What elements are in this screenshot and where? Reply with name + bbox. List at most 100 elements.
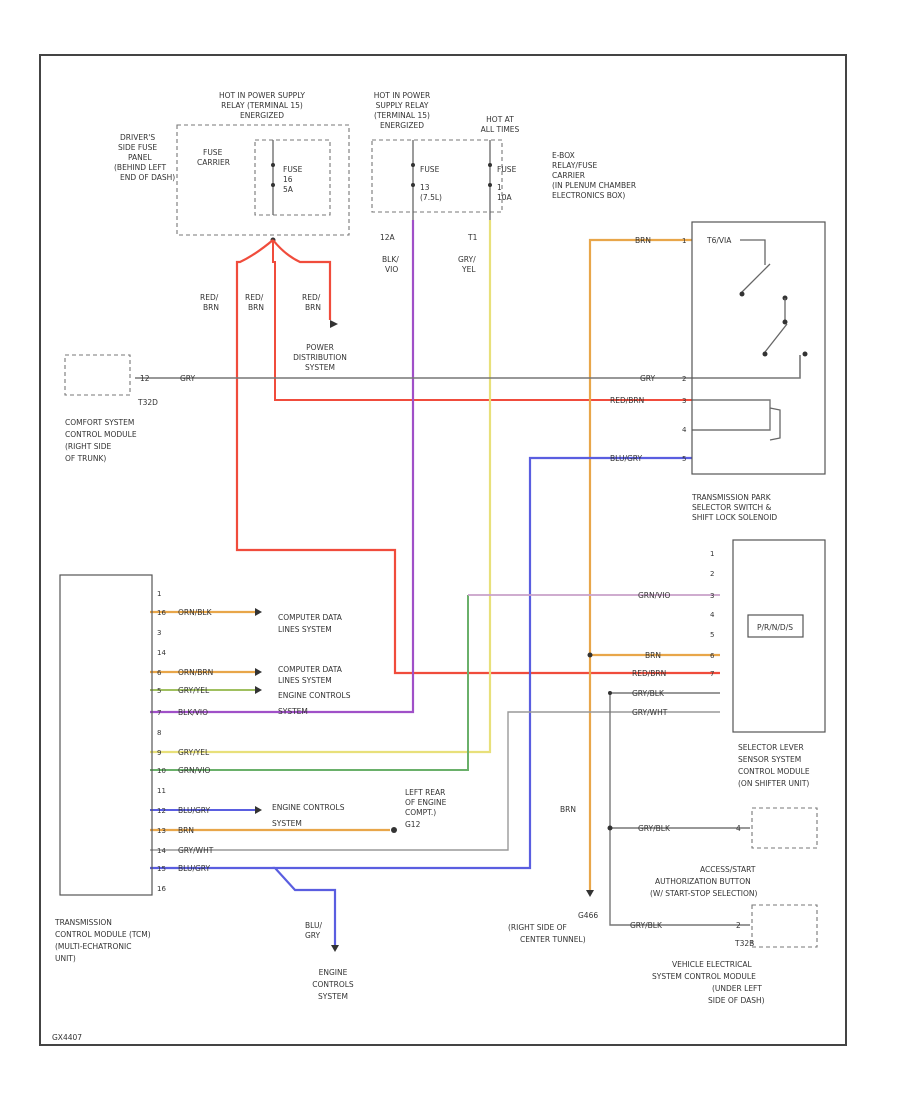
tcm-pin-1: 16 [157,609,166,617]
vehicle-electrical-module: GRY/BLK 2 T32B VEHICLE ELECTRICAL SYSTEM… [630,904,818,1005]
fuse-carrier-label-1: FUSE [203,148,223,157]
selector-module-label-4: (ON SHIFTER UNIT) [738,779,809,788]
selector-wire-2: RED/BRN [632,669,666,678]
wire-brn-top: BRN [635,236,651,245]
access-start-button: GRY/BLK 4 ACCESS/START AUTHORIZATION BUT… [638,807,818,898]
wire-red-brn-3b: BRN [305,303,321,312]
left-panel-header-line-3: ENERGIZED [240,111,284,120]
selector-block-text: P/R/N/D/S [757,623,793,632]
comfort-label-3: (RIGHT SIDE [65,442,112,451]
computer-data-2-line-2: LINES SYSTEM [278,676,332,685]
selector-switch-pin-5: 5 [682,455,686,463]
left-rear-ground-2: OF ENGINE [405,798,447,807]
wire-blu-gry-right: BLU/GRY [610,454,643,463]
selector-module-label-3: CONTROL MODULE [738,767,810,776]
tcm-label-2: CONTROL MODULE (TCM) [55,930,151,939]
tcm-wire-8: GRY/WHT [178,846,214,855]
access-button-label-3: (W/ START-STOP SELECTION) [650,889,758,898]
tcm-pin-12: 13 [157,827,166,835]
vehicle-electrical-label-3: (UNDER LEFT [712,984,762,993]
access-button-pin: 4 [736,824,741,833]
left-panel-label-line-1: DRIVER'S [120,133,155,142]
selector-pin-1: 1 [710,550,714,558]
selector-wire-3: GRY/BLK [632,689,665,698]
computer-data-1-line-2: LINES SYSTEM [278,625,332,634]
vehicle-electrical-connector: T32B [734,939,754,948]
tcm-label-1: TRANSMISSION [54,918,112,927]
left-fuse-rating: 5A [283,185,294,194]
comfort-system-module: 12 T32D COMFORT SYSTEM CONTROL MODULE (R… [64,354,158,463]
engine-controls-1-line-1: ENGINE CONTROLS [278,691,351,700]
blu-gry-bottom-2: GRY [305,931,321,940]
engine-controls-2-line-2: SYSTEM [272,819,302,828]
fuse-carrier-label-2: CARRIER [197,158,230,167]
engine-controls-2-line-1: ENGINE CONTROLS [272,803,345,812]
tcm-pin-15: 16 [157,885,166,893]
left-rear-ground-3: COMPT.) [405,808,436,817]
selector-wire-4: GRY/WHT [632,708,668,717]
comfort-label-1: COMFORT SYSTEM [65,418,134,427]
hot-at-all-times-2: ALL TIMES [481,125,520,134]
left-fuse-label: FUSE [283,165,303,174]
selector-wire-0: GRN/VIO [638,591,671,600]
vehicle-electrical-label-4: SIDE OF DASH) [708,996,765,1005]
blu-gry-bottom-1: BLU/ [305,921,322,930]
selector-switch-label-3: SHIFT LOCK SOLENOID [692,513,777,522]
comfort-label-4: OF TRUNK) [65,454,106,463]
middle-header-line-3: (TERMINAL 15) [374,111,430,120]
left-panel-label-line-2: SIDE FUSE [118,143,157,152]
middle-fuse-a-label: FUSE [420,165,440,174]
diagram-frame [39,54,847,1046]
tcm-pin-14: 15 [157,865,166,873]
tcm-pin-11: 12 [157,807,166,815]
tcm-wire-1: ORN/BRN [178,668,213,677]
middle-header-line-2: SUPPLY RELAY [376,101,429,110]
ground-label-1: (RIGHT SIDE OF [508,923,567,932]
engine-controls-bottom-1: ENGINE [319,968,348,977]
left-rear-ground-1: LEFT REAR [405,788,445,797]
selector-switch-pin-4: 4 [682,426,687,434]
selector-module-label-1: SELECTOR LEVER [738,743,804,752]
selector-pin-5: 5 [710,631,714,639]
tcm-wire-6: BLU/GRY [178,806,211,815]
selector-switch-connector: T6/VIA [706,236,732,245]
wire-brn-vertical: BRN [560,805,576,814]
park-selector-switch: T6/VIA TRANSMISSION PARK SELECTOR SWITCH… [682,221,826,522]
left-panel-label-line-4: (BEHIND LEFT [114,163,167,172]
middle-fuse-a-number: 13 [420,183,430,192]
ground-point-g12 [391,827,397,833]
tcm-wire-4: GRY/YEL [178,748,210,757]
arrow-computer-data-2 [255,668,262,676]
ground-g466: G466 (RIGHT SIDE OF CENTER TUNNEL) [508,911,598,944]
comfort-label-2: CONTROL MODULE [65,430,137,439]
selector-wire-1: BRN [645,651,661,660]
wire-gry-right: GRY [640,374,656,383]
transmission-control-module: 1 16 3 14 6 5 7 8 9 10 11 12 13 14 15 16… [54,574,214,963]
wire-paths [135,220,801,945]
vehicle-electrical-label-1: VEHICLE ELECTRICAL [672,960,753,969]
arrow-engine-controls-bottom [331,945,339,952]
selector-pin-6: 6 [710,652,715,660]
tcm-pin-7: 8 [157,729,161,737]
engine-controls-bottom-2: CONTROLS [312,980,354,989]
tcm-wire-7: BRN [178,826,194,835]
tcm-pin-6: 7 [157,709,161,717]
selector-switch-pin-2: 2 [682,375,686,383]
middle-fuse-panel: HOT IN POWER SUPPLY RELAY (TERMINAL 15) … [371,91,636,242]
wire-blk-vio-a: BLK/ [382,255,399,264]
wire-red-brn-right: RED/BRN [610,396,644,405]
right-panel-label-4: (IN PLENUM CHAMBER [552,181,636,190]
tcm-label-3: (MULTI-ECHATRONIC [55,942,131,951]
left-fuse-number: 16 [283,175,293,184]
wire-blk-vio-b: VIO [385,265,398,274]
wire-gry-yel-b: YEL [461,265,476,274]
comfort-connector: T32D [137,398,158,407]
pin-12a: 12A [380,233,396,242]
access-button-label-1: ACCESS/START [700,865,756,874]
tcm-wire-3: BLK/VIO [178,708,208,717]
hot-at-all-times-1: HOT AT [486,115,514,124]
tcm-wire-9: BLU/GRY [178,864,211,873]
left-fuse-panel: HOT IN POWER SUPPLY RELAY (TERMINAL 15) … [114,91,350,243]
ground-label-2: CENTER TUNNEL) [520,935,586,944]
